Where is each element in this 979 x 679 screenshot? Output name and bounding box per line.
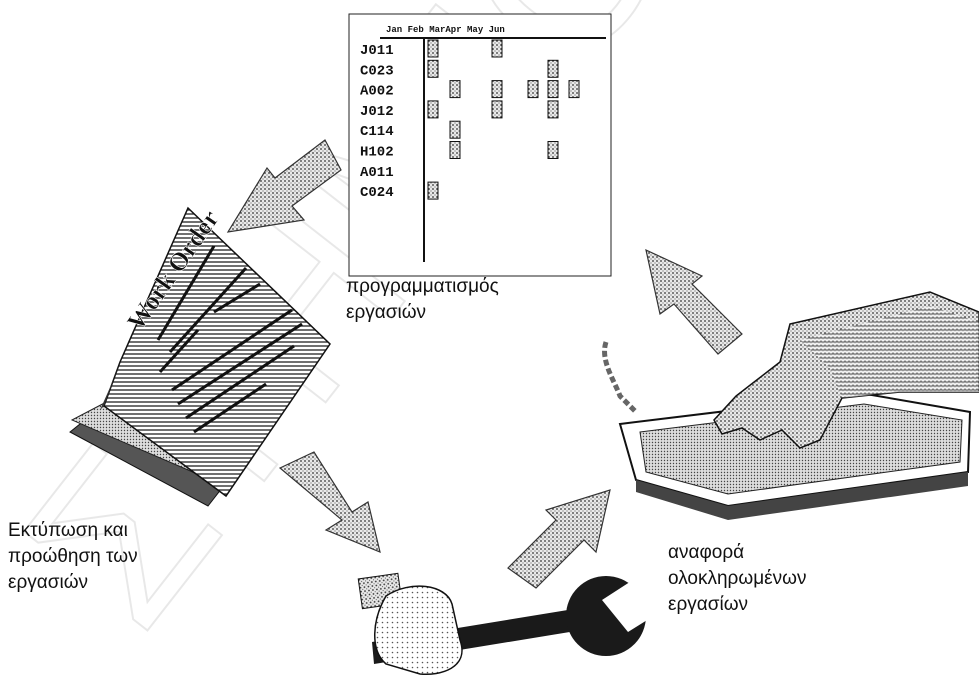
schedule-bar — [450, 121, 460, 138]
schedule-month-header: Jan Feb MarApr May Jun — [386, 25, 505, 35]
hand-glove — [375, 586, 462, 674]
schedule-bar — [428, 101, 438, 118]
schedule-bar — [450, 81, 460, 98]
job-code: C114 — [360, 124, 394, 140]
schedule-caption-line-1: προγραμματισμός — [346, 274, 499, 300]
report-caption-line-3: εργασίων — [668, 592, 806, 618]
job-code: A011 — [360, 165, 394, 181]
job-code: H102 — [360, 145, 394, 161]
job-code: J011 — [360, 43, 394, 59]
job-code: C023 — [360, 63, 394, 79]
wrench-hand-icon — [358, 573, 660, 674]
job-code: C024 — [360, 185, 394, 201]
job-code: A002 — [360, 84, 394, 100]
schedule-bar — [528, 81, 538, 98]
schedule-bar — [548, 142, 558, 159]
schedule-bar — [569, 81, 579, 98]
work-order-caption-line-2: προώθηση των — [8, 544, 138, 570]
arrow-keyboard-to-schedule — [646, 250, 742, 354]
report-caption: αναφορά ολοκληρωμένων εργασίων — [668, 540, 806, 618]
schedule-caption: προγραμματισμός εργασιών — [346, 274, 499, 326]
schedule-caption-line-2: εργασιών — [346, 300, 499, 326]
report-caption-line-1: αναφορά — [668, 540, 806, 566]
schedule-bar — [548, 60, 558, 77]
schedule-bar — [450, 142, 460, 159]
work-order-caption-line-3: εργασιών — [8, 570, 138, 596]
schedule-bar — [492, 40, 502, 57]
job-code: J012 — [360, 104, 394, 120]
schedule-bar — [428, 40, 438, 57]
schedule-chart: Jan Feb MarApr May Jun J011C023A002J012C… — [349, 14, 611, 276]
schedule-bar — [548, 81, 558, 98]
keyboard-cable — [605, 342, 636, 412]
work-order-caption: Εκτύπωση και προώθηση των εργασιών — [8, 518, 138, 596]
schedule-bar — [492, 81, 502, 98]
keyboard-icon — [605, 292, 979, 520]
arrow-wrench-to-keyboard — [508, 490, 610, 588]
schedule-bar — [428, 60, 438, 77]
work-order-caption-line-1: Εκτύπωση και — [8, 518, 138, 544]
schedule-bar — [492, 101, 502, 118]
report-caption-line-2: ολοκληρωμένων — [668, 566, 806, 592]
schedule-bar — [548, 101, 558, 118]
schedule-bar — [428, 182, 438, 199]
